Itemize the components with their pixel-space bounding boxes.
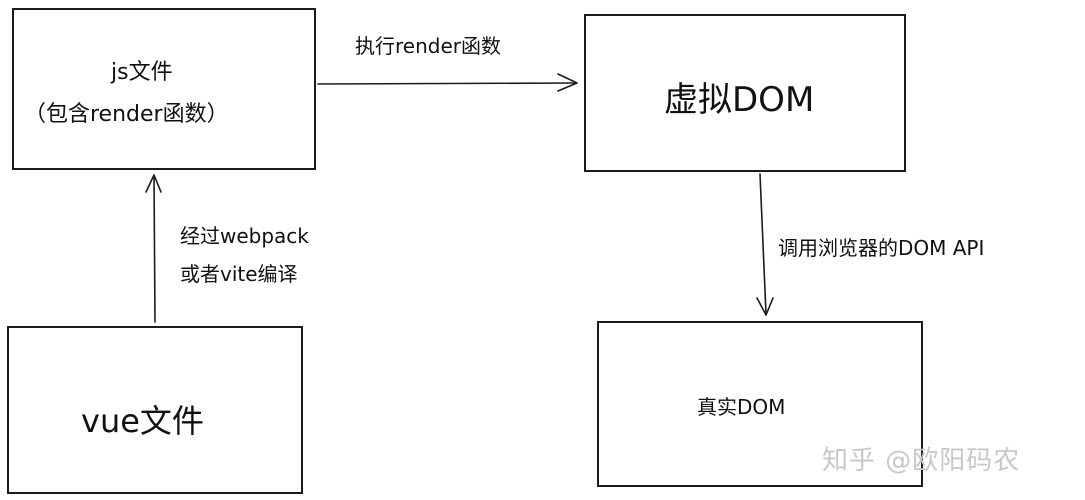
virtual-dom-label: 虚拟DOM: [664, 80, 815, 120]
arrowhead-browser-api: [756, 297, 774, 316]
watermark: 知乎 @欧阳码农: [822, 446, 1021, 476]
arrow-browser-api: [759, 173, 767, 315]
arrow-render: [317, 82, 577, 85]
vue-file-label: vue文件: [81, 402, 204, 440]
js-file-label-line1: js文件: [111, 60, 173, 85]
arrow-compile: [153, 175, 156, 323]
real-dom-box: 真实DOM: [597, 321, 923, 487]
js-file-label-line2: （包含render函数）: [24, 102, 229, 127]
arrowhead-render: [557, 73, 578, 92]
arrowhead-compile: [145, 174, 162, 193]
render-edge-label: 执行render函数: [355, 34, 501, 58]
compile-edge-label-line2: 或者vite编译: [180, 262, 298, 286]
vue-file-box: vue文件: [7, 326, 303, 494]
browser-api-edge-label: 调用浏览器的DOM API: [778, 236, 985, 260]
real-dom-label: 真实DOM: [697, 395, 786, 419]
js-file-box: js文件 （包含render函数）: [12, 8, 316, 170]
virtual-dom-box: 虚拟DOM: [584, 14, 906, 172]
compile-edge-label-line1: 经过webpack: [180, 224, 309, 248]
